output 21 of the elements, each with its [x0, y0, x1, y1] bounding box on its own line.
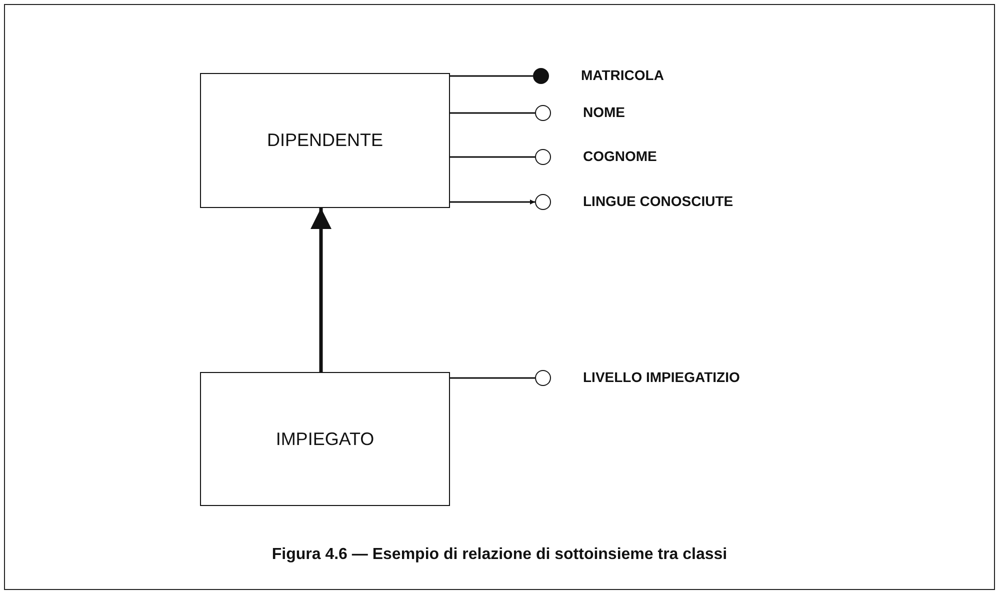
hollow-circle — [535, 370, 551, 386]
hollow-circle — [535, 149, 551, 165]
attribute-label: COGNOME — [583, 148, 657, 164]
connector-line — [450, 156, 535, 158]
connector-line — [450, 75, 533, 77]
class-box — [200, 372, 450, 506]
caption: Figura 4.6 — Esempio di relazione di sottoinsieme tra classi — [270, 546, 728, 564]
attribute-label: MATRICOLA — [581, 67, 664, 83]
arrow — [310, 208, 332, 372]
hollow-circle — [535, 105, 551, 121]
attribute-label: LIVELLO IMPIEGATIZIO — [583, 369, 740, 385]
class-box — [200, 73, 450, 208]
attribute-label: LINGUE CONOSCIUTE — [583, 193, 734, 209]
arrow — [450, 200, 535, 204]
class-name: DIPENDENTE — [266, 130, 383, 151]
filled-circle — [533, 68, 549, 84]
hollow-circle — [535, 194, 551, 210]
connector-line — [450, 377, 535, 379]
connector-line — [450, 112, 535, 114]
attribute-label: NOME — [583, 104, 625, 120]
class-name: IMPIEGATO — [276, 428, 374, 450]
